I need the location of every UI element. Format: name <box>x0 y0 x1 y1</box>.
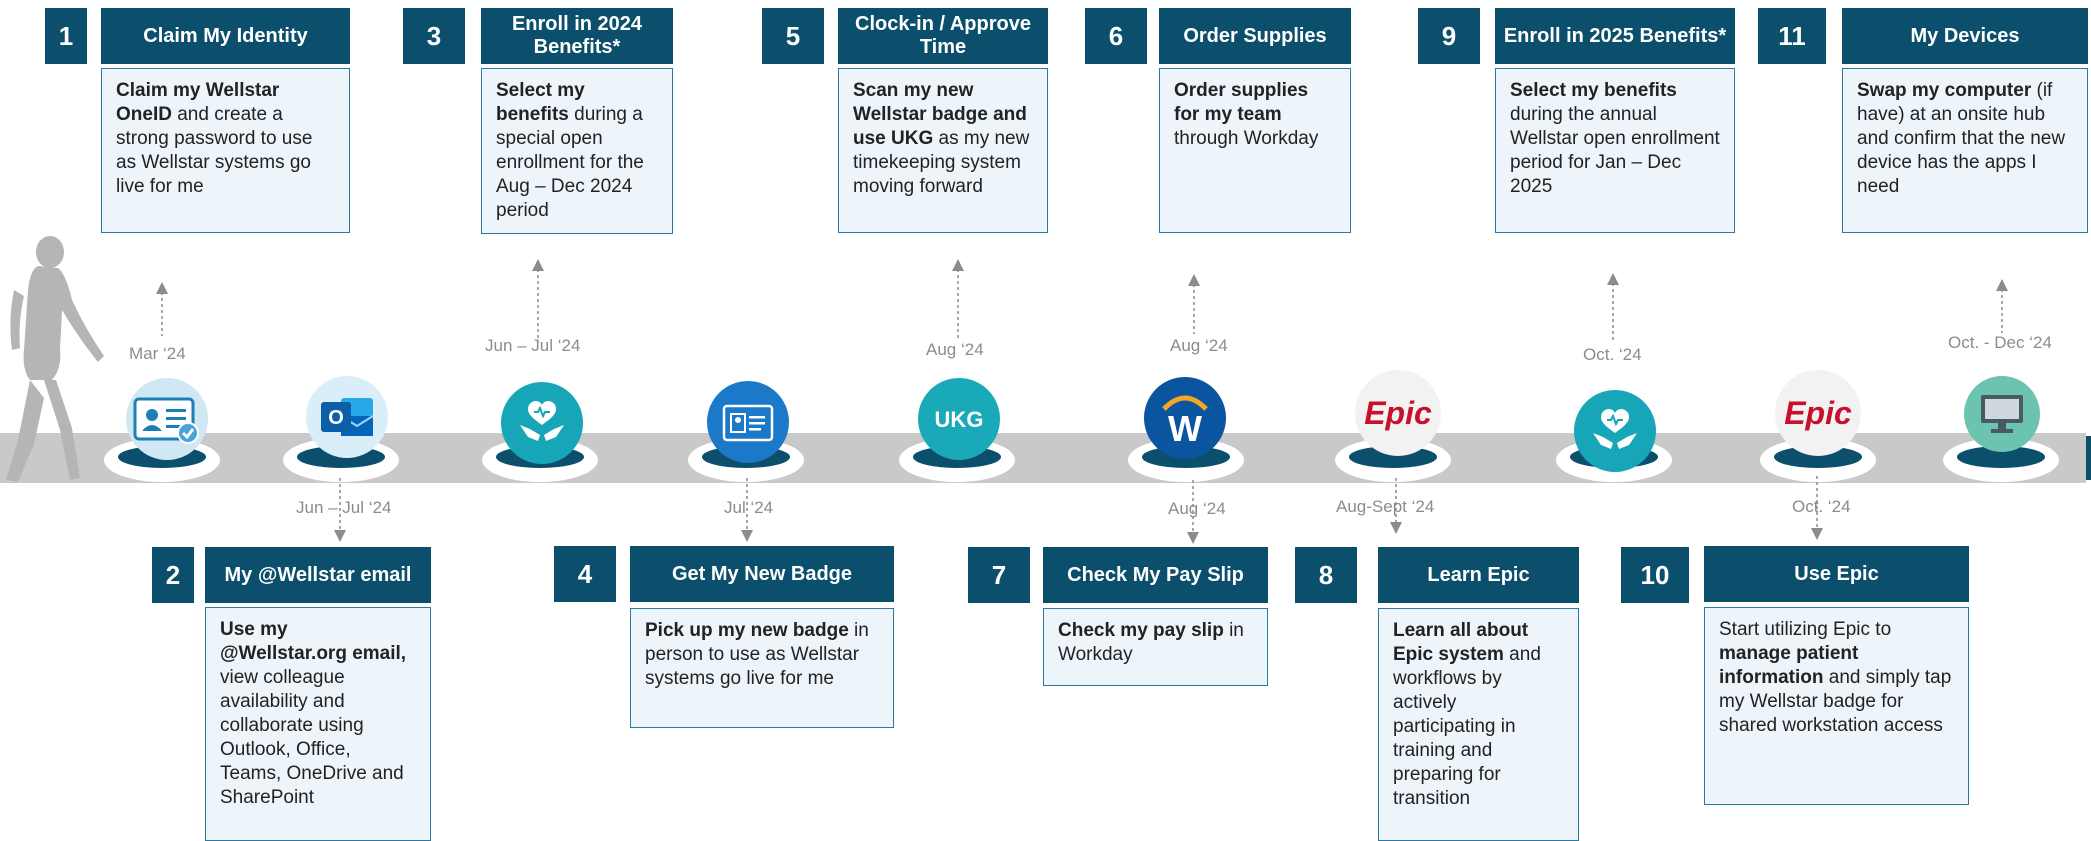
step-date: Jun – Jul ‘24 <box>485 336 581 355</box>
heart-hands-icon <box>1574 390 1656 472</box>
step-description-text: during a special open enrollment for the… <box>496 104 644 221</box>
step-number: 1 <box>45 8 87 64</box>
heart-hands-icon <box>501 382 583 464</box>
arrow-down-icon <box>1187 480 1199 544</box>
step-date: Jul ‘24 <box>724 498 774 517</box>
step-title: Use Epic <box>1704 546 1969 602</box>
step-title: Enroll in 2024 Benefits* <box>481 8 673 64</box>
outlook-letter: O <box>328 407 344 429</box>
step-title: Check My Pay Slip <box>1043 547 1268 603</box>
arrow-down-icon <box>741 478 753 542</box>
workday-logo: W <box>1144 377 1226 459</box>
step-description: Pick up my new badge in person to use as… <box>630 608 894 728</box>
step-number: 8 <box>1295 547 1357 603</box>
step-title: Get My New Badge <box>630 546 894 602</box>
step-description: Select my benefits during the annual Wel… <box>1495 68 1735 233</box>
outlook-icon: O <box>306 376 388 458</box>
step-description-text: as my new timekeeping system moving forw… <box>853 128 1030 197</box>
step-description: Order supplies for my team through Workd… <box>1159 68 1351 233</box>
step-number: 11 <box>1758 8 1826 64</box>
step-description-text: (if have) at an onsite hub and confirm t… <box>1857 80 2066 197</box>
step-date: Aug-Sept ‘24 <box>1336 497 1435 516</box>
step-description-bold: manage patient information <box>1719 643 1859 688</box>
step-description-text: in person to use as Wellstar systems go … <box>645 620 869 689</box>
step-date: Aug ‘24 <box>926 340 984 359</box>
step-description-bold: Learn all about Epic system <box>1393 620 1529 665</box>
step-date: Jun – Jul ‘24 <box>296 498 392 517</box>
step-description: Scan my new Wellstar badge and use UKG a… <box>838 68 1048 233</box>
step-date: Oct. - Dec ‘24 <box>1948 333 2052 352</box>
step-title: Learn Epic <box>1378 547 1579 603</box>
step-number: 10 <box>1621 547 1689 603</box>
step-description-text: Start utilizing Epic to <box>1719 619 1892 640</box>
badge-icon <box>707 381 789 463</box>
computer-icon <box>1964 376 2040 452</box>
arrow-up-icon <box>156 282 168 336</box>
step-date: Aug ‘24 <box>1168 499 1226 518</box>
step-date: Oct. ‘24 <box>1792 497 1851 516</box>
timeline-road-end <box>2086 436 2091 480</box>
arrow-down-icon <box>1811 476 1823 540</box>
step-title: My @Wellstar email <box>205 547 431 603</box>
step-description-text: through Workday <box>1174 128 1319 149</box>
step-number: 6 <box>1085 8 1147 64</box>
step-number: 7 <box>968 547 1030 603</box>
arrow-up-icon <box>1188 274 1200 334</box>
step-title: Order Supplies <box>1159 8 1351 64</box>
step-description: Check my pay slip in Workday <box>1043 608 1268 686</box>
step-description: Use my @Wellstar.org email, view colleag… <box>205 607 431 841</box>
step-title: Claim My Identity <box>101 8 350 64</box>
arrow-up-icon <box>1996 279 2008 333</box>
epic-logo-text: Epic <box>1784 395 1852 431</box>
step-number: 9 <box>1418 8 1480 64</box>
step-number: 5 <box>762 8 824 64</box>
step-date: Oct. ‘24 <box>1583 345 1642 364</box>
timeline-marker <box>1943 438 2059 482</box>
arrow-up-icon <box>532 259 544 343</box>
step-number: 3 <box>403 8 465 64</box>
step-number: 4 <box>554 546 616 602</box>
step-description-text: during the annual Wellstar open enrollme… <box>1510 104 1720 197</box>
ukg-logo-text: UKG <box>935 407 984 432</box>
step-description-text: and workflows by actively participating … <box>1393 644 1541 809</box>
step-description-bold: Select my benefits <box>1510 80 1677 101</box>
epic-logo: Epic <box>1355 370 1441 456</box>
id-card-icon <box>126 378 208 460</box>
step-description-bold: Claim my Wellstar OneID <box>116 80 280 125</box>
step-date: Aug ‘24 <box>1170 336 1228 355</box>
arrow-up-icon <box>952 259 964 341</box>
workday-letter: W <box>1168 408 1202 449</box>
step-date: Mar ‘24 <box>129 344 186 363</box>
step-description-bold: Swap my computer <box>1857 80 2032 101</box>
step-description-bold: Pick up my new badge <box>645 620 849 641</box>
step-description-bold: Select my benefits <box>496 80 585 125</box>
step-description: Learn all about Epic system and workflow… <box>1378 608 1579 841</box>
step-description-text: and simply tap my Wellstar badge for sha… <box>1719 667 1952 736</box>
step-description: Claim my Wellstar OneID and create a str… <box>101 68 350 233</box>
step-description: Swap my computer (if have) at an onsite … <box>1842 68 2088 233</box>
step-description: Select my benefits during a special open… <box>481 68 673 234</box>
step-description-bold: Use my @Wellstar.org email, <box>220 619 407 664</box>
step-description-text: in Workday <box>1058 620 1244 665</box>
step-title: My Devices <box>1842 8 2088 64</box>
step-description-text: view colleague availability and collabor… <box>220 667 404 808</box>
step-number: 2 <box>152 547 194 603</box>
step-description-bold: Check my pay slip <box>1058 620 1224 641</box>
timeline-marker <box>1760 438 1876 482</box>
ukg-logo: UKG <box>918 378 1000 460</box>
step-description-bold: Scan my new Wellstar badge and use UKG <box>853 80 1027 149</box>
step-description: Start utilizing Epic to manage patient i… <box>1704 607 1969 805</box>
arrow-down-icon <box>334 478 346 542</box>
step-description-bold: Order supplies for my team <box>1174 80 1309 125</box>
walking-person-icon <box>6 236 105 482</box>
epic-logo: Epic <box>1775 370 1861 456</box>
arrow-down-icon <box>1390 478 1402 534</box>
arrow-up-icon <box>1607 273 1619 341</box>
step-title: Enroll in 2025 Benefits* <box>1495 8 1735 64</box>
epic-logo-text: Epic <box>1364 395 1432 431</box>
step-description-text: and create a strong password to use as W… <box>116 104 313 197</box>
step-title: Clock-in / Approve Time <box>838 8 1048 64</box>
